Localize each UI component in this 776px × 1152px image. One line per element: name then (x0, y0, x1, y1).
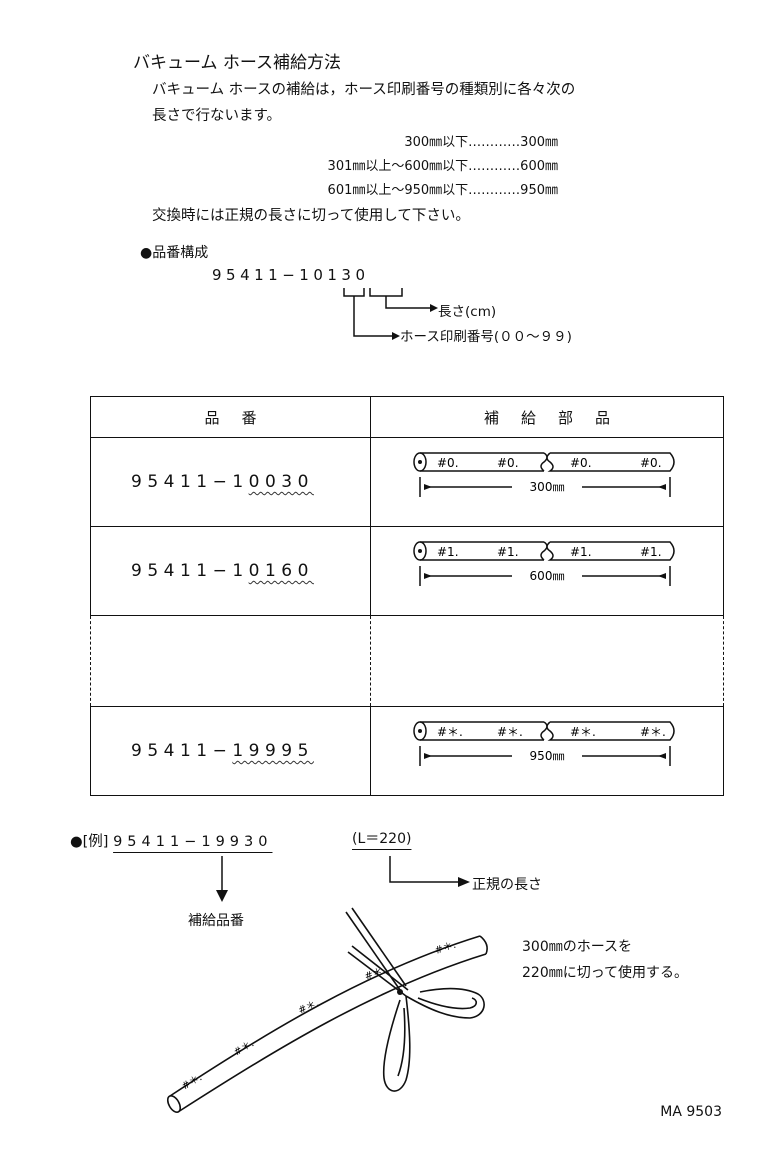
example-line: ●[例] 95411−19930 (70, 834, 273, 850)
svg-text:#＊.: #＊. (497, 725, 523, 739)
length-rule-2: 301㎜以上～600㎜以下…………600㎜ (327, 159, 558, 174)
svg-text:600㎜: 600㎜ (530, 569, 565, 583)
regular-length: 正規の長さ (472, 877, 542, 893)
document-code: MA 9503 (660, 1104, 722, 1120)
example-note-1: 300㎜のホースを (522, 939, 633, 955)
part-number: 95411−19995 (90, 706, 371, 796)
svg-text:950㎜: 950㎜ (530, 749, 565, 763)
supply-table: 品番 補給部品 95411−10030 #0. #0. #0. #0. (90, 396, 724, 796)
hose-drawing: #0. #0. #0. #0. 300㎜ (370, 437, 724, 527)
svg-text:#0.: #0. (437, 456, 459, 470)
svg-text:#＊.: #＊. (297, 998, 321, 1017)
table-row-gap (90, 615, 724, 707)
length-rule-1: 300㎜以下…………300㎜ (404, 135, 558, 150)
hose-drawing: #1. #1. #1. #1. 600㎜ (370, 526, 724, 616)
example-length-note: (L＝220) (352, 831, 412, 847)
svg-text:#0.: #0. (497, 456, 519, 470)
svg-text:#0.: #0. (640, 456, 662, 470)
svg-text:300㎜: 300㎜ (530, 480, 565, 494)
page-title: バキューム ホース補給方法 (133, 53, 342, 73)
hose-drawing: #＊. #＊. #＊. #＊. 950㎜ (370, 706, 724, 796)
part-number: 95411−10030 (90, 437, 371, 527)
example-note-2: 220㎜に切って使用する。 (522, 965, 689, 981)
cut-note: 交換時には正規の長さに切って使用して下さい。 (152, 208, 470, 224)
svg-text:#0.: #0. (570, 456, 592, 470)
part-composition-brackets (343, 288, 438, 340)
table-row: 95411−19995 #＊. #＊. #＊. #＊. 950㎜ (90, 706, 724, 796)
svg-text:#＊.: #＊. (570, 725, 596, 739)
part-number: 95411−10160 (90, 526, 371, 616)
intro-line-1: バキューム ホースの補給は，ホース印刷番号の種類別に各々次の (152, 82, 576, 98)
svg-text:#＊.: #＊. (437, 725, 463, 739)
intro-line-2: 長さで行ないます。 (152, 108, 282, 124)
header-part-number: 品番 (90, 396, 371, 438)
label-print-number: ホース印刷番号(００～９９) (400, 329, 572, 345)
example-code: 95411−19930 (113, 834, 273, 850)
svg-text:#1.: #1. (640, 545, 662, 559)
scissors-cutting-hose-illustration: #＊. #＊. #＊. #＊. #＊. (166, 907, 488, 1113)
svg-text:#＊.: #＊. (232, 1038, 256, 1058)
example-arrows (216, 856, 470, 902)
part-composition-heading: ●品番構成 (140, 245, 209, 261)
svg-text:#＊.: #＊. (363, 965, 387, 983)
svg-text:#1.: #1. (497, 545, 519, 559)
length-rule-3: 601㎜以上～950㎜以下…………950㎜ (327, 183, 558, 198)
table-row: 95411−10160 #1. #1. #1. #1. 600㎜ (90, 526, 724, 616)
svg-text:#1.: #1. (437, 545, 459, 559)
label-length: 長さ(cm) (438, 304, 497, 320)
svg-text:#＊.: #＊. (640, 725, 666, 739)
supply-part-number: 補給品番 (188, 913, 244, 929)
header-supply-part: 補給部品 (370, 396, 724, 438)
svg-text:#＊.: #＊. (434, 940, 458, 957)
svg-text:#1.: #1. (570, 545, 592, 559)
part-composition-code: 95411−10130 (212, 266, 370, 284)
table-row: 95411−10030 #0. #0. #0. #0. 300㎜ (90, 437, 724, 527)
